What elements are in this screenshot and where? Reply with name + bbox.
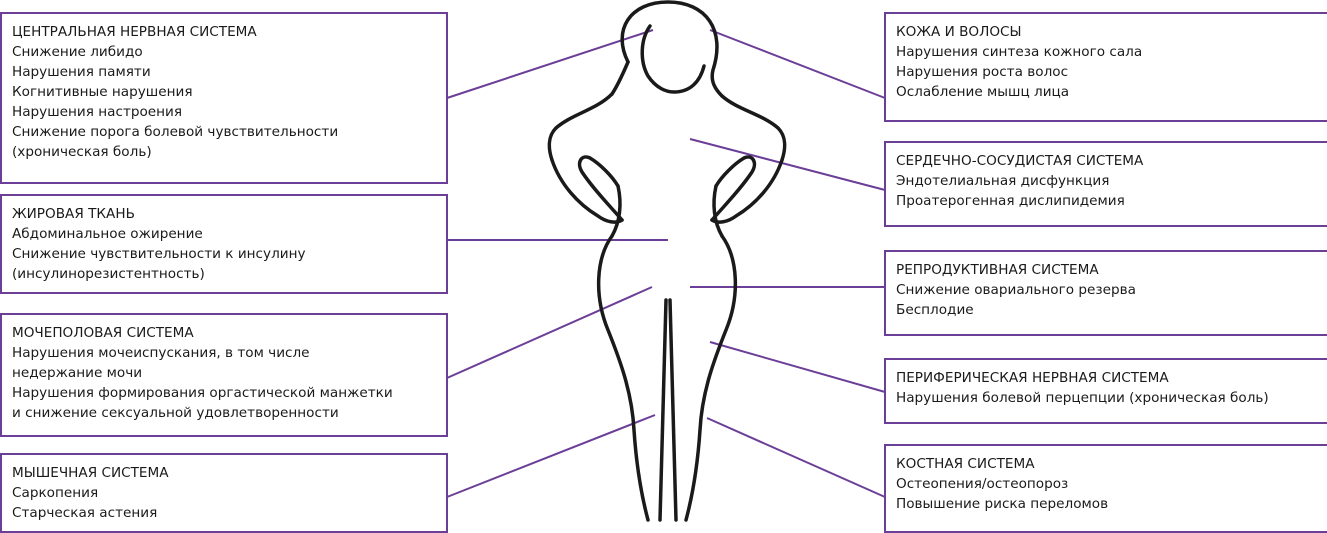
box-title: ПЕРИФЕРИЧЕСКАЯ НЕРВНАЯ СИСТЕМА <box>896 368 1322 388</box>
box-item: Снижение овариального резерва <box>896 280 1322 300</box>
connector-muscle <box>447 415 655 497</box>
box-reproductive-system: РЕПРОДУКТИВНАЯ СИСТЕМА Снижение овариаль… <box>884 250 1327 336</box>
box-title: РЕПРОДУКТИВНАЯ СИСТЕМА <box>896 260 1322 280</box>
box-muscular-system: МЫШЕЧНАЯ СИСТЕМА Саркопения Старческая а… <box>0 453 448 533</box>
box-title: КОЖА И ВОЛОСЫ <box>896 22 1322 42</box>
box-item: Нарушения формирования оргастической ман… <box>12 383 436 403</box>
box-item: недержание мочи <box>12 363 436 383</box>
box-item: Нарушения синтеза кожного сала <box>896 42 1322 62</box>
box-item: Ослабление мышц лица <box>896 82 1322 102</box>
box-item: Нарушения настроения <box>12 102 436 122</box>
box-title: МОЧЕПОЛОВАЯ СИСТЕМА <box>12 323 436 343</box>
box-item: Снижение либидо <box>12 42 436 62</box>
box-central-nervous-system: ЦЕНТРАЛЬНАЯ НЕРВНАЯ СИСТЕМА Снижение либ… <box>0 12 448 184</box>
box-item: и снижение сексуальной удовлетворенности <box>12 403 436 423</box>
box-item: Бесплодие <box>896 300 1322 320</box>
box-title: КОСТНАЯ СИСТЕМА <box>896 454 1322 474</box>
box-genitourinary-system: МОЧЕПОЛОВАЯ СИСТЕМА Нарушения мочеиспуск… <box>0 313 448 437</box>
connector-bone <box>707 418 885 497</box>
box-skeletal-system: КОСТНАЯ СИСТЕМА Остеопения/остеопороз По… <box>884 444 1327 533</box>
box-adipose-tissue: ЖИРОВАЯ ТКАНЬ Абдоминальное ожирение Сни… <box>0 194 448 294</box>
box-item: Когнитивные нарушения <box>12 82 436 102</box>
box-item: Проатерогенная дислипидемия <box>896 191 1322 211</box>
box-item: Повышение риска переломов <box>896 494 1322 514</box>
box-item: Нарушения болевой перцепции (хроническая… <box>896 388 1322 408</box>
connector-peripheral <box>710 342 885 392</box>
box-title: СЕРДЕЧНО-СОСУДИСТАЯ СИСТЕМА <box>896 151 1322 171</box>
box-item: (инсулинорезистентность) <box>12 264 436 284</box>
box-peripheral-nervous-system: ПЕРИФЕРИЧЕСКАЯ НЕРВНАЯ СИСТЕМА Нарушения… <box>884 358 1327 424</box>
box-title: ЖИРОВАЯ ТКАНЬ <box>12 204 436 224</box>
box-item: Нарушения памяти <box>12 62 436 82</box>
box-title: МЫШЕЧНАЯ СИСТЕМА <box>12 463 436 483</box>
box-item: Абдоминальное ожирение <box>12 224 436 244</box>
box-item: Нарушения роста волос <box>896 62 1322 82</box>
box-cardiovascular-system: СЕРДЕЧНО-СОСУДИСТАЯ СИСТЕМА Эндотелиальн… <box>884 141 1327 227</box>
box-skin-and-hair: КОЖА И ВОЛОСЫ Нарушения синтеза кожного … <box>884 12 1327 122</box>
box-item: Нарушения мочеиспускания, в том числе <box>12 343 436 363</box>
box-title: ЦЕНТРАЛЬНАЯ НЕРВНАЯ СИСТЕМА <box>12 22 436 42</box>
box-item: Старческая астения <box>12 503 436 523</box>
box-item: Снижение порога болевой чувствительности <box>12 122 436 142</box>
box-item: Остеопения/остеопороз <box>896 474 1322 494</box>
connector-skin <box>710 30 885 98</box>
box-item: (хроническая боль) <box>12 142 436 162</box>
box-item: Саркопения <box>12 483 436 503</box>
connector-lines <box>447 30 885 497</box>
box-item: Эндотелиальная дисфункция <box>896 171 1322 191</box>
box-item: Снижение чувствительности к инсулину <box>12 244 436 264</box>
